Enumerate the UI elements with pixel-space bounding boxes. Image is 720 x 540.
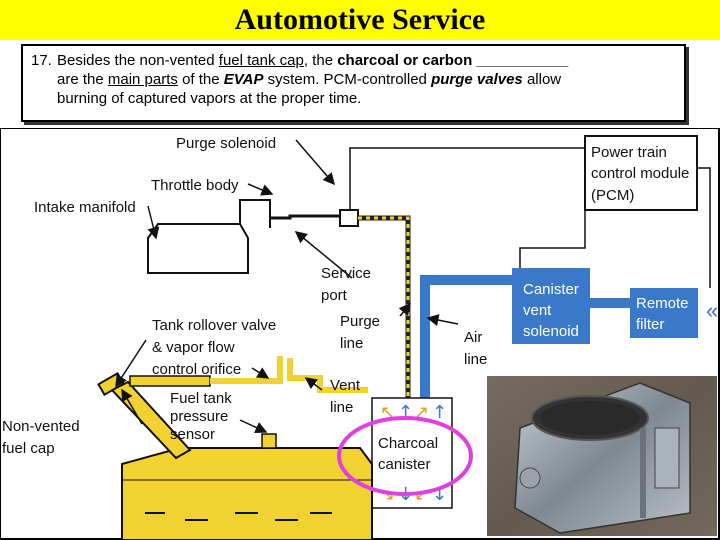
label-purge-solenoid: Purge solenoid [176,135,276,152]
manifold-connection [270,214,340,220]
label-pcm-3: (PCM) [591,187,634,204]
svg-text:↑: ↑ [432,402,447,423]
label-cap-1: Non-vented [2,418,80,435]
question-text-2: , the [303,52,338,69]
label-canister-vent-1: Canister [523,281,579,298]
question-bold-charcoal: charcoal or carbon ___________ [337,52,569,69]
label-charcoal-2: canister [378,456,431,473]
label-pcm-1: Power train [591,144,667,161]
label-remote-filter-1: Remote [636,295,689,312]
vent-line-shape [287,358,368,393]
question-text-3: are the [57,71,108,88]
label-canister-vent-2: vent [523,302,552,319]
label-rollover-1: Tank rollover valve [152,317,276,334]
remote-filter-box [630,288,698,338]
question-text-5: system. PCM-controlled [263,71,432,88]
label-charcoal-1: Charcoal [378,435,438,452]
question-purge-valves: purge valves [431,71,523,88]
label-vent-line-2: line [330,399,353,416]
label-intake-manifold: Intake manifold [34,199,136,216]
filter-intake-arrows: « [706,298,718,323]
question-underline-main-parts: main parts [107,71,178,88]
label-throttle-body: Throttle body [151,177,239,194]
evap-diagram: « ↖ ↑ ↗ ↑ ↘ ↓ ↙ ↓ [0,128,720,540]
fuel-tank-shape [121,447,373,540]
label-pcm-2: control module [591,165,689,182]
label-service-port-1: Service [321,265,371,282]
purge-line-dashes [358,216,410,408]
rollover-line [210,356,283,384]
question-text-6: allow [522,71,562,88]
question-text-1: Besides the non-vented [57,52,219,69]
question-number: 17. [31,52,52,69]
label-rollover-2: & vapor flow [152,339,235,356]
label-purge-line-1: Purge [340,313,380,330]
purge-solenoid-shape [339,209,359,227]
label-pressure-1: Fuel tank [170,390,232,407]
label-canister-vent-3: solenoid [523,323,579,340]
label-air-line-1: Air [464,329,482,346]
question-text-4: of the [177,71,224,88]
question-evap: EVAP [223,71,264,88]
label-cap-2: fuel cap [2,440,55,457]
label-remote-filter-2: filter [636,316,664,333]
air-line-shape [420,275,512,398]
leader-arrows [115,139,459,434]
question-box: 17. Besides the non-vented fuel tank cap,… [21,44,686,122]
question-line-1: 17. Besides the non-vented fuel tank cap,… [31,51,678,70]
question-underline-fuel-tank-cap: fuel tank cap [218,52,304,69]
question-line-3: burning of captured vapors at the proper… [31,89,678,108]
fuel-waves [145,512,332,521]
throttle-body-shape [239,199,271,228]
label-pressure-2: pressure [170,408,228,425]
pcm-wire-2 [698,167,711,288]
charcoal-highlight [337,416,473,496]
pcm-box [584,135,698,211]
title-bar: Automotive Service [0,0,720,40]
question-text-7: burning of captured vapors at the proper… [57,90,362,107]
label-purge-line-2: line [340,335,363,352]
label-vent-line-1: Vent [330,377,361,394]
label-rollover-3: control orifice [152,361,241,378]
label-service-port-2: port [321,287,348,304]
page-title: Automotive Service [234,3,486,36]
pcm-wire-3 [519,208,586,268]
label-pressure-3: sensor [170,426,215,443]
pressure-sensor-shape [261,433,277,449]
label-air-line-2: line [464,351,487,368]
canister-vent-solenoid-box [512,268,590,344]
canister-photo [487,376,717,536]
intake-manifold-shape [147,223,249,274]
question-line-2: are the main parts of the EVAP system. P… [31,70,678,89]
